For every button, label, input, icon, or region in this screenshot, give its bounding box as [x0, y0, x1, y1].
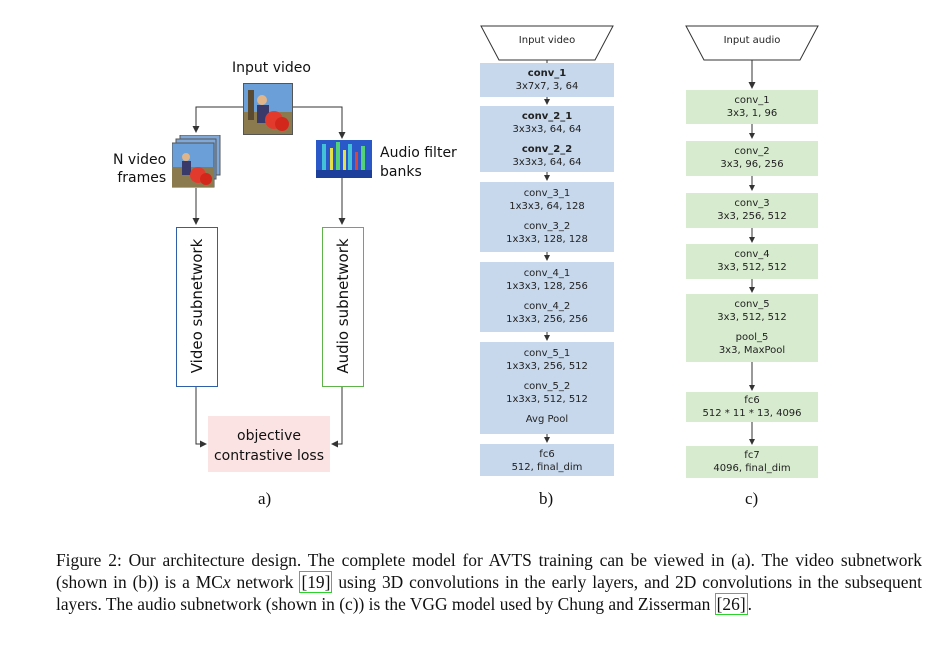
panel-b-tag: b): [539, 489, 554, 508]
video-frames-label-line2: frames: [117, 170, 167, 186]
video-layer-conv1: conv_1 3x7x7, 3, 64: [480, 63, 614, 97]
video-layer-fc6: fc6 512, final_dim: [480, 444, 614, 476]
layer-name: fc7: [744, 450, 760, 461]
layer-name: conv_1: [527, 68, 567, 79]
panel-c-tag: c): [745, 489, 759, 508]
audio-layer-fc7: fc7 4096, final_dim: [686, 446, 818, 478]
layer-name: pool_5: [735, 332, 769, 343]
layer-name: conv_3_2: [523, 221, 571, 232]
layer-name: conv_2_2: [521, 144, 573, 155]
video-layer-group-conv5: conv_5_1 1x3x3, 256, 512 conv_5_2 1x3x3,…: [480, 342, 614, 434]
input-video-label: Input video: [232, 60, 311, 76]
layer-name: conv_3_1: [523, 188, 571, 199]
caption-part2: network: [230, 572, 300, 592]
layer-name: conv_2: [734, 146, 770, 157]
layer-dims: 3x3, 512, 512: [717, 262, 787, 273]
objective-line2: contrastive loss: [213, 448, 325, 464]
audio-layer-conv3: conv_3 3x3, 256, 512: [686, 193, 818, 228]
audio-subnetwork-box: Audio subnetwork: [322, 227, 364, 387]
layer-dims: 1x3x3, 256, 256: [506, 314, 588, 325]
audio-input-trapezoid: [685, 25, 819, 61]
objective-contrastive-loss: objective contrastive loss: [208, 416, 330, 472]
video-layer-group-conv4: conv_4_1 1x3x3, 128, 256 conv_4_2 1x3x3,…: [480, 262, 614, 332]
layer-name: conv_2_1: [521, 111, 573, 122]
layer-dims: 1x3x3, 128, 128: [506, 234, 588, 245]
layer-dims: 3x3, 96, 256: [720, 159, 784, 170]
layer-name: conv_4: [734, 249, 770, 260]
layer-name: Avg Pool: [525, 414, 569, 425]
audio-input-label: Input audio: [723, 35, 781, 46]
layer-name: conv_3: [734, 198, 770, 209]
layer-dims: 3x3, MaxPool: [718, 345, 786, 356]
layer-dims: 1x3x3, 128, 256: [506, 281, 588, 292]
caption-part4: .: [747, 594, 752, 614]
video-input-label: Input video: [518, 35, 576, 46]
objective-line1: objective: [237, 428, 301, 444]
layer-dims: 1x3x3, 512, 512: [506, 394, 588, 405]
audio-layer-conv2: conv_2 3x3, 96, 256: [686, 141, 818, 176]
audio-filter-label-line1: Audio filter: [380, 145, 457, 161]
layer-dims: 3x3, 256, 512: [717, 211, 787, 222]
layer-name: conv_4_2: [523, 301, 571, 312]
audio-spectrogram: [316, 140, 372, 178]
caption-math-x: x: [222, 572, 231, 592]
audio-layer-fc6: fc6 512 * 11 * 13, 4096: [686, 392, 818, 422]
layer-dims: 1x3x3, 256, 512: [506, 361, 588, 372]
layer-name: conv_5: [734, 299, 770, 310]
video-input-trapezoid: [480, 25, 614, 61]
audio-filter-label: Audio filter banks: [380, 144, 457, 182]
layer-dims: 4096, final_dim: [713, 463, 791, 474]
layer-dims: 3x3, 1, 96: [726, 108, 778, 119]
layer-dims: 3x3x3, 64, 64: [512, 124, 582, 135]
layer-name: conv_5_2: [523, 381, 571, 392]
layer-dims: 3x3, 512, 512: [717, 312, 787, 323]
layer-dims: 512 * 11 * 13, 4096: [702, 408, 802, 419]
layer-dims: 1x3x3, 64, 128: [509, 201, 585, 212]
layer-name: conv_5_1: [523, 348, 571, 359]
video-frames-stack: [172, 135, 221, 188]
audio-filter-label-line2: banks: [380, 164, 422, 180]
audio-layer-group-conv5-pool5: conv_5 3x3, 512, 512 pool_5 3x3, MaxPool: [686, 294, 818, 362]
video-frames-label-line1: N video: [113, 152, 167, 168]
layer-name: fc6: [539, 449, 555, 460]
layer-name: fc6: [744, 395, 760, 406]
video-frames-label: N video frames: [113, 151, 166, 187]
audio-layer-conv1: conv_1 3x3, 1, 96: [686, 90, 818, 124]
citation-26[interactable]: [26]: [714, 593, 748, 615]
caption-part3: using 3D convolutions in the early layer…: [56, 572, 922, 614]
figure-caption: Figure 2: Our architecture design. The c…: [56, 549, 922, 615]
layer-dims: 512, final_dim: [511, 462, 583, 473]
audio-layer-conv4: conv_4 3x3, 512, 512: [686, 244, 818, 279]
video-layer-group-conv3: conv_3_1 1x3x3, 64, 128 conv_3_2 1x3x3, …: [480, 182, 614, 252]
panel-a-tag: a): [258, 489, 272, 508]
input-video-thumbnail: [243, 83, 293, 135]
layer-dims: 3x3x3, 64, 64: [512, 157, 582, 168]
caption-part1: Figure 2: Our architecture design. The c…: [56, 550, 922, 592]
layer-dims: 3x7x7, 3, 64: [515, 81, 579, 92]
layer-name: conv_4_1: [523, 268, 571, 279]
video-subnetwork-box: Video subnetwork: [176, 227, 218, 387]
layer-name: conv_1: [734, 95, 770, 106]
citation-19[interactable]: [19]: [299, 571, 333, 593]
video-layer-group-conv2: conv_2_1 3x3x3, 64, 64 conv_2_2 3x3x3, 6…: [480, 106, 614, 172]
